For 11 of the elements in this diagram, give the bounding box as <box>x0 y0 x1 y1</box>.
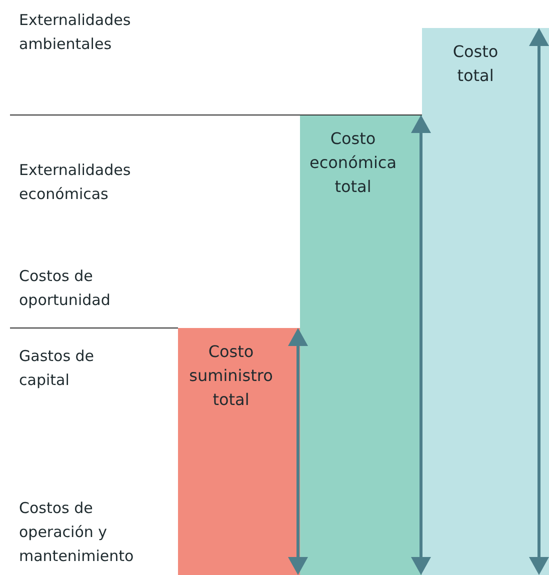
column-label: Costo económica total <box>308 128 398 198</box>
cost-column <box>300 115 422 575</box>
column-label: Costo suministro total <box>188 341 274 411</box>
cost-column <box>422 28 549 575</box>
cost-category-label: Gastos de capital <box>19 346 96 391</box>
column-label: Costo total <box>452 41 500 87</box>
cost-category-label: Costos de oportunidad <box>19 266 112 311</box>
cost-column <box>178 328 300 575</box>
cost-category-label: Externalidades ambientales <box>19 10 132 55</box>
cost-category-label: Costos de operación y mantenimiento <box>19 498 135 567</box>
cost-category-label: Externalidades económicas <box>19 160 132 205</box>
